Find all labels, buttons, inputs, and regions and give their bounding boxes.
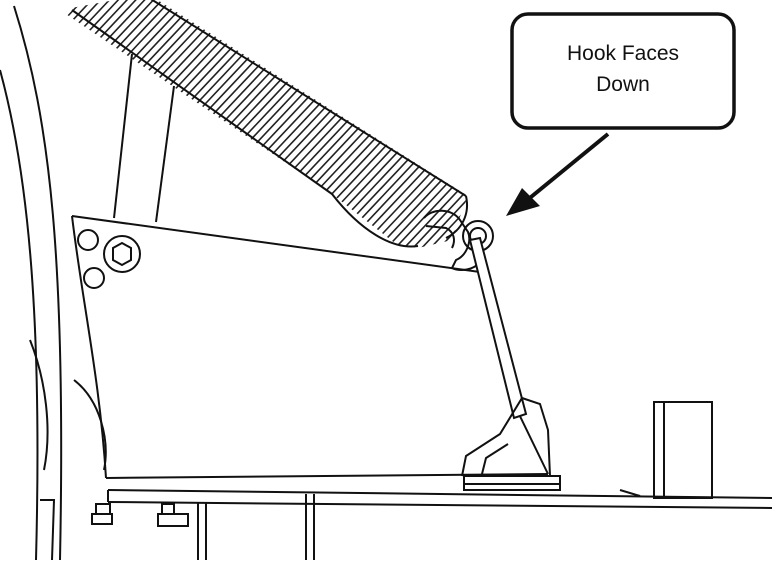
support-struts — [113, 53, 175, 223]
spring-coil-line — [213, 52, 298, 143]
spring-coil-line — [283, 99, 368, 190]
spring-coil-line — [396, 175, 468, 248]
spring-coil-line — [305, 113, 390, 204]
spring-coil-line — [294, 106, 379, 197]
spring-coil-line — [267, 88, 352, 179]
spring-coil-line — [261, 84, 347, 175]
spring-coil-line — [342, 139, 428, 229]
spring-coil-line — [337, 135, 422, 226]
spring-coil-line — [202, 45, 287, 135]
spring-coil-line — [369, 157, 455, 247]
callout-label: Hook Faces Down — [516, 38, 730, 100]
callout — [506, 12, 736, 216]
rod-bracket — [461, 396, 561, 491]
base-frame — [107, 489, 772, 560]
spring-coil-line — [278, 95, 363, 186]
spring-coil-line — [143, 5, 228, 96]
spring-coil-line — [137, 1, 223, 92]
spring-coil-line — [353, 146, 439, 237]
plate-bolts — [77, 229, 141, 289]
spring-coil-line — [402, 178, 468, 248]
callout-arrow — [518, 132, 610, 208]
callout-line-2: Down — [596, 73, 650, 96]
spring-coil-line — [321, 124, 406, 215]
spring-coil-line — [224, 59, 309, 150]
spring-coil-line — [364, 153, 449, 244]
curved-housing-left — [0, 5, 107, 561]
spring-coil-line — [348, 142, 433, 233]
spring-coil-line — [207, 48, 293, 139]
spring-coil-line — [218, 56, 304, 146]
spring-coil-line — [240, 70, 325, 161]
spring-coil-line — [272, 92, 358, 182]
right-post — [653, 401, 713, 499]
spring-coil-line — [256, 81, 341, 172]
callout-box — [510, 12, 736, 130]
spring-coil-line — [245, 74, 331, 164]
spring-coil-line — [391, 171, 468, 248]
spring-coil-line — [380, 164, 466, 248]
callout-arrowhead — [506, 188, 540, 216]
spring-coil-line — [234, 66, 320, 157]
spring-coil-line — [407, 182, 468, 248]
spring-coil-line — [121, 0, 206, 81]
spring-coil-line — [251, 77, 336, 168]
base-nuts — [91, 503, 189, 527]
spring-coil-line — [299, 110, 385, 200]
spring-coil-line — [288, 103, 374, 193]
spring-coil-line — [332, 131, 417, 222]
connecting-rod — [468, 236, 528, 420]
spring-coil-line — [315, 121, 401, 211]
spring-coil-line — [310, 117, 395, 208]
spring-coil-line — [229, 63, 314, 153]
callout-line-1: Hook Faces — [566, 42, 680, 65]
